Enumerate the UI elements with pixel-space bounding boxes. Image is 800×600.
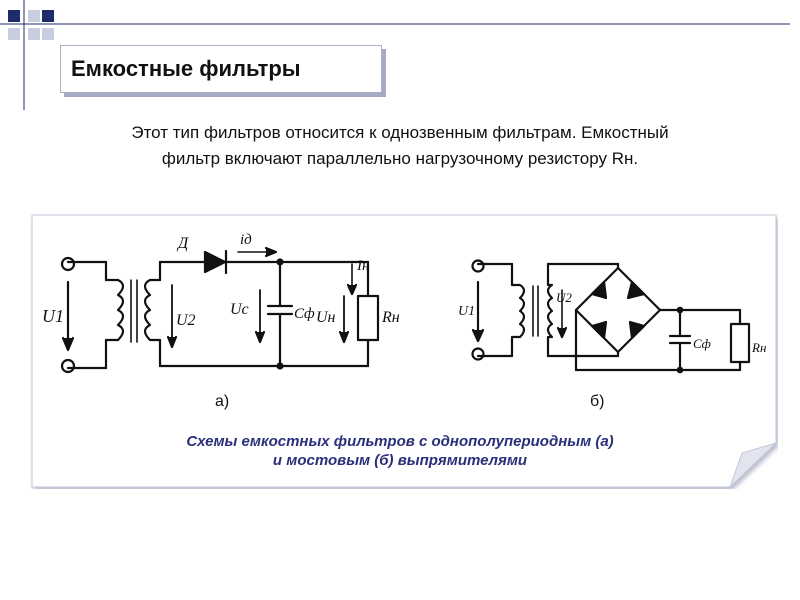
label-a: а) xyxy=(215,393,230,410)
b-node-cap-bottom xyxy=(676,366,684,374)
a-node-bottom-cap xyxy=(276,362,284,370)
b-bridge-diamond xyxy=(574,266,662,354)
a-in-arrowhead xyxy=(346,283,358,296)
a-diode-triangle xyxy=(203,250,227,274)
a-id-label: iд xyxy=(240,232,252,248)
a-u2-label: U2 xyxy=(176,312,196,329)
a-diode-label: Д xyxy=(176,235,189,252)
b-input-terminal-bottom xyxy=(471,347,485,361)
b-u1-label: U1 xyxy=(458,304,475,319)
intro-line-2: фильтр включают параллельно нагрузочному… xyxy=(161,149,639,168)
a-resistor-body xyxy=(356,294,380,342)
b-diode-4 xyxy=(628,320,646,340)
a-id-arrowhead xyxy=(264,246,278,258)
a-u2-arrowhead xyxy=(166,335,178,349)
b-input-terminal-top xyxy=(471,259,485,273)
b-primary-coil xyxy=(510,262,526,358)
a-uh-label: Uн xyxy=(316,309,336,326)
b-u2-arrowhead xyxy=(556,326,568,339)
b-u1-arrowhead xyxy=(471,328,485,343)
deco-square-light-1 xyxy=(8,28,20,40)
caption-line-1: Схемы емкостных фильтров с однополуперио… xyxy=(186,433,614,450)
b-diode-3 xyxy=(590,320,608,340)
a-input-terminal-top xyxy=(60,256,76,272)
figure-caption: Схемы емкостных фильтров с однополуперио… xyxy=(60,432,740,470)
intro-text: Этот тип фильтров относится к однозвенны… xyxy=(30,120,770,172)
deco-square-dark-2 xyxy=(42,10,54,22)
a-in-label: Iн xyxy=(356,258,369,274)
deco-square-light-2 xyxy=(28,28,40,40)
title-box: Емкостные фильтры xyxy=(60,45,382,93)
b-cap-label: Cф xyxy=(693,336,711,351)
intro-line-1: Этот тип фильтров относится к однозвенны… xyxy=(131,123,669,142)
a-node-top-cap xyxy=(276,258,284,266)
slide-title: Емкостные фильтры xyxy=(71,56,301,81)
a-u1-arrowhead xyxy=(61,336,75,352)
figure-card xyxy=(30,213,778,489)
a-uc-label: Uc xyxy=(230,301,249,318)
a-uh-arrowhead xyxy=(338,330,350,344)
card-fold xyxy=(729,442,777,488)
figure-card-svg xyxy=(31,214,777,488)
b-diode-2 xyxy=(626,280,646,300)
b-resistor-body xyxy=(729,322,751,364)
a-uc-arrowhead xyxy=(254,330,266,344)
b-diode-1 xyxy=(590,280,608,300)
a-u1-label: U1 xyxy=(42,306,64,326)
a-res-label: Rн xyxy=(381,309,400,326)
caption-line-2: и мостовым (б) выпрямителями xyxy=(272,452,528,469)
a-cap-label: Cф xyxy=(294,306,315,322)
label-b: б) xyxy=(590,393,605,410)
b-node-cap-top xyxy=(676,306,684,314)
deco-square-light-3 xyxy=(28,10,40,22)
a-secondary-coil xyxy=(143,278,162,342)
b-u2-label: U2 xyxy=(556,290,572,305)
deco-square-light-4 xyxy=(42,28,54,40)
b-res-label: Rн xyxy=(751,340,766,355)
deco-square-dark-1 xyxy=(8,10,20,22)
a-input-terminal-bottom xyxy=(60,358,76,374)
a-primary-coil xyxy=(104,278,125,342)
b-secondary-coil xyxy=(546,262,554,358)
